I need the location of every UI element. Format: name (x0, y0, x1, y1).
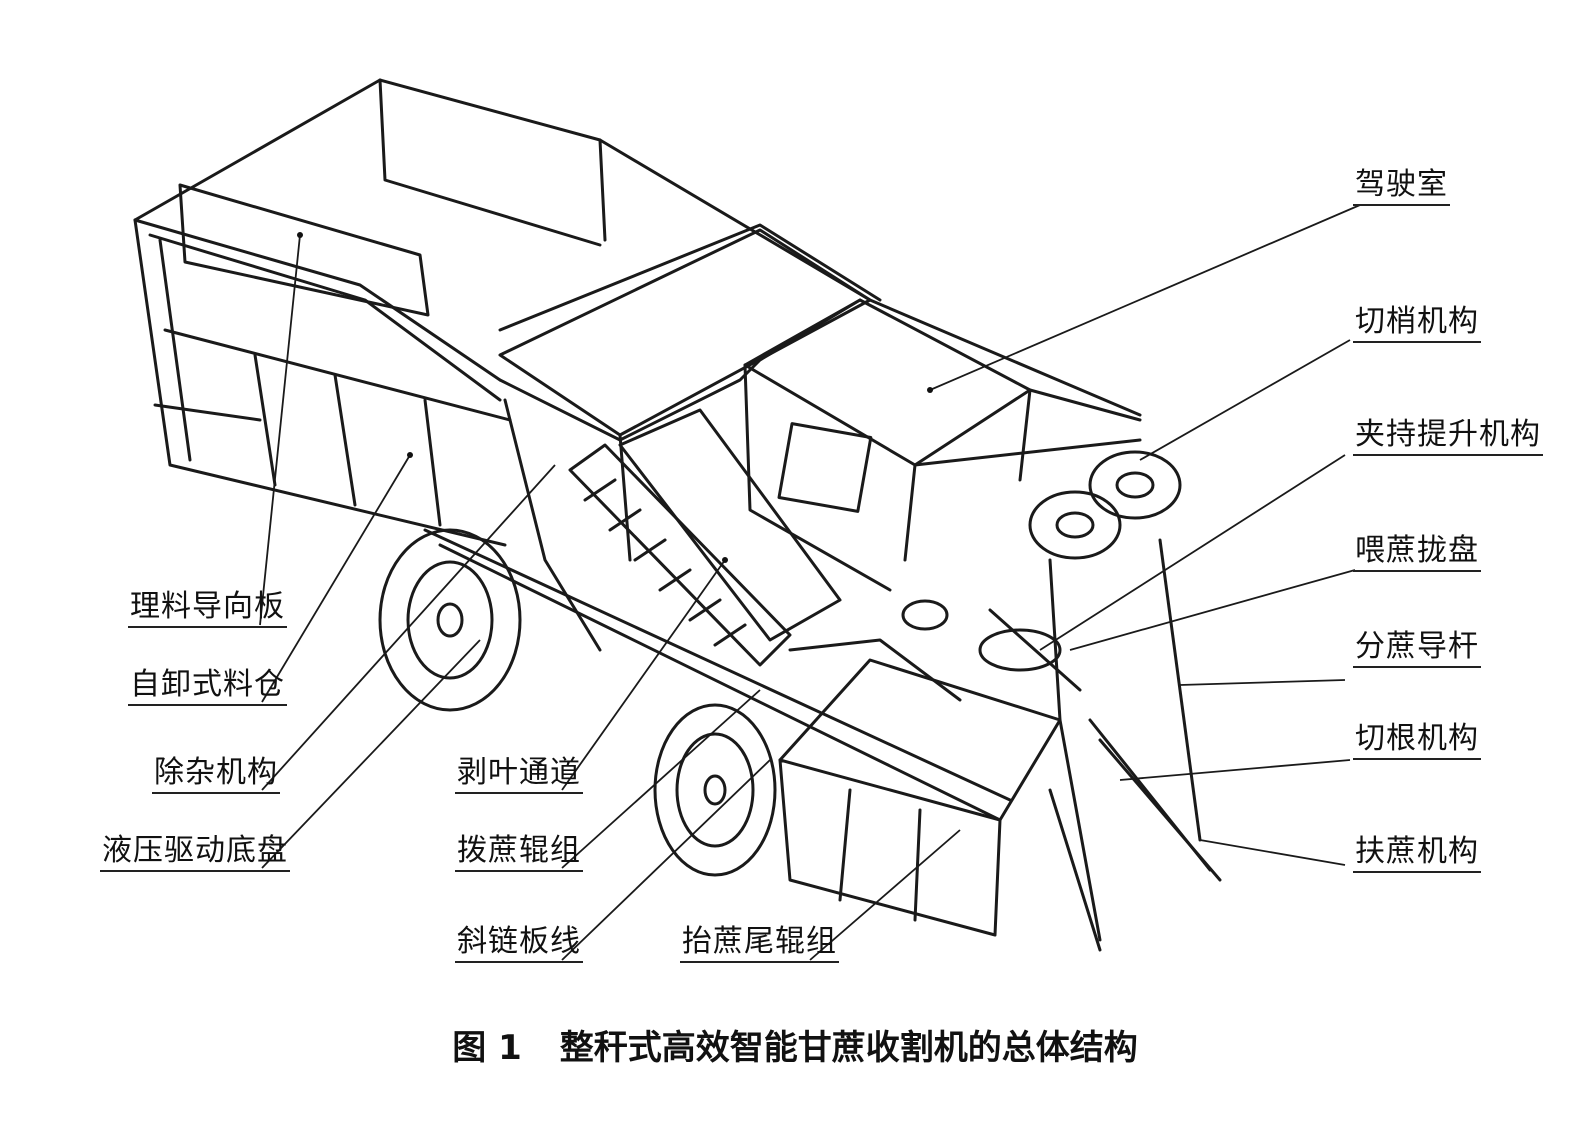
conveyor-structure (568, 408, 842, 667)
divider-rods (1048, 538, 1222, 952)
chassis-frame (423, 223, 1012, 822)
label-support: 扶蔗机构 (1353, 835, 1481, 873)
label-tail-roller: 抬蔗尾辊组 (680, 925, 839, 963)
label-guide-plate: 理料导向板 (128, 590, 287, 628)
label-cab: 驾驶室 (1353, 168, 1450, 206)
bin-frame (133, 78, 1142, 547)
figure-caption: 图 1 整秆式高效智能甘蔗收割机的总体结构 (0, 1020, 1590, 1069)
leader-lines (259, 204, 1361, 961)
wheels (378, 528, 777, 877)
front-frame (778, 608, 1082, 937)
label-chassis: 液压驱动底盘 (100, 834, 290, 872)
label-trash-removal: 除杂机构 (152, 756, 280, 794)
label-feed-disc: 喂蔗拢盘 (1353, 534, 1481, 572)
label-top-cutter: 切梢机构 (1353, 305, 1481, 343)
figure-number: 图 1 (452, 1028, 522, 1068)
label-base-cutter: 切根机构 (1353, 722, 1481, 760)
label-clamp-lift: 夹持提升机构 (1353, 418, 1543, 456)
label-peel-channel: 剥叶通道 (455, 756, 583, 794)
label-roller-group: 拨蔗辊组 (455, 834, 583, 872)
cab-frame (743, 298, 1142, 592)
top-cutter-discs (901, 450, 1182, 672)
label-bin: 自卸式料仓 (128, 668, 287, 706)
label-divider-rod: 分蔗导杆 (1353, 630, 1481, 668)
figure-title: 整秆式高效智能甘蔗收割机的总体结构 (559, 1028, 1138, 1068)
label-chain-conveyor: 斜链板线 (455, 925, 583, 963)
leader-dots (297, 232, 933, 563)
